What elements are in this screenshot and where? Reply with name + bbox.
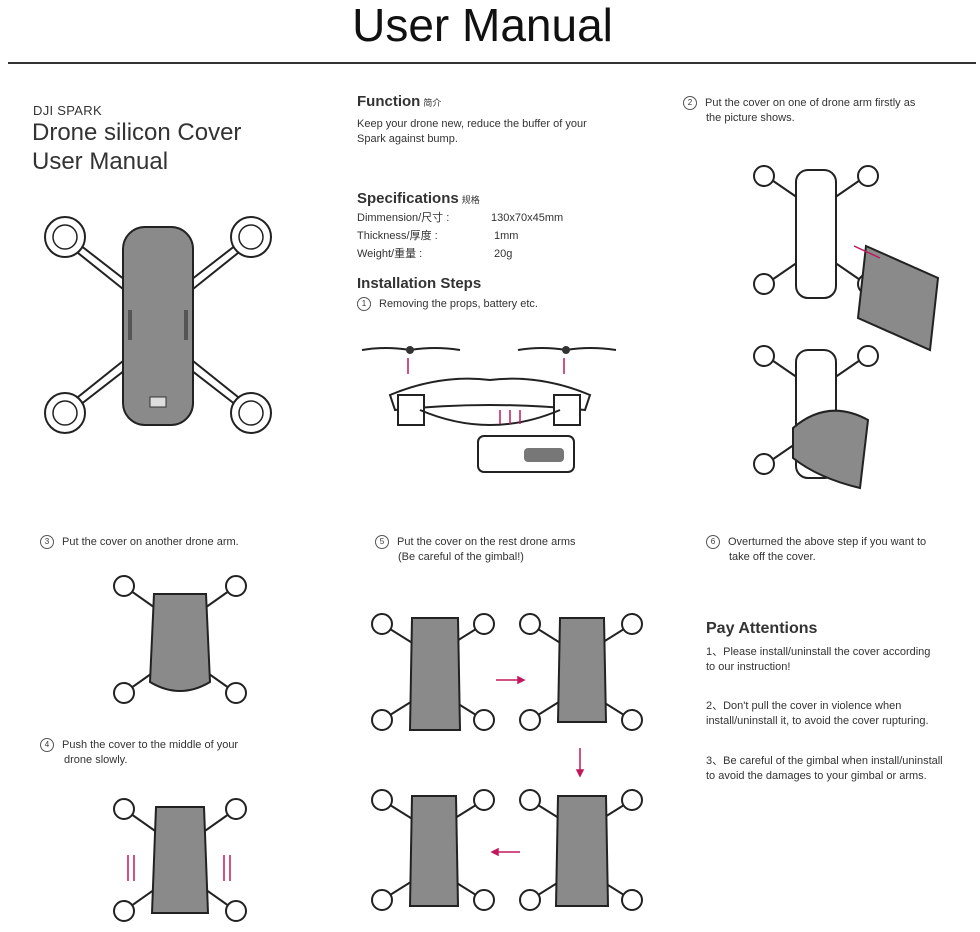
spec-value: 1mm bbox=[494, 230, 519, 242]
step-number: 3 bbox=[40, 535, 54, 549]
specifications-heading-cn: 规格 bbox=[461, 195, 480, 205]
function-text-1: Keep your drone new, reduce the buffer o… bbox=[357, 118, 587, 130]
step-number: 2 bbox=[683, 96, 697, 110]
product-subtitle: User Manual bbox=[32, 148, 169, 175]
step-5-text-2: (Be careful of the gimbal!) bbox=[398, 551, 524, 563]
step-text: Push the cover to the middle of your bbox=[62, 739, 239, 751]
attention-note-1: 1、Please install/uninstall the cover acc… bbox=[706, 646, 931, 658]
installation-heading: Installation Steps bbox=[357, 275, 482, 292]
function-heading-text: Function bbox=[357, 93, 421, 110]
drone-second-arm-illustration bbox=[113, 575, 247, 704]
page-title: User Manual bbox=[352, 0, 613, 51]
step-number: 6 bbox=[706, 535, 720, 549]
spec-row: Weight/重量 : 20g bbox=[357, 245, 512, 263]
step-number: 4 bbox=[40, 738, 54, 752]
step-4-text-2: drone slowly. bbox=[64, 754, 128, 766]
step-4: 4 Push the cover to the middle of your bbox=[40, 738, 238, 753]
step-1: 1 Removing the props, battery etc. bbox=[357, 297, 538, 312]
attention-note-3-b: to avoid the damages to your gimbal or a… bbox=[706, 770, 927, 782]
drone-props-illustration bbox=[361, 346, 617, 473]
step-6: 6 Overturned the above step if you want t… bbox=[706, 535, 926, 550]
step-6-text-2: take off the cover. bbox=[729, 551, 816, 563]
step-text: Put the cover on another drone arm. bbox=[62, 536, 239, 548]
step-text: Overturned the above step if you want to bbox=[728, 536, 927, 548]
spec-label: Thickness/厚度 : bbox=[357, 230, 438, 242]
step-5: 5 Put the cover on the rest drone arms bbox=[375, 535, 576, 550]
drone-illustration bbox=[44, 216, 272, 434]
pay-attentions-heading: Pay Attentions bbox=[706, 620, 818, 637]
drone-push-cover-illustration bbox=[113, 798, 247, 922]
step-text: Put the cover on one of drone arm firstl… bbox=[705, 97, 916, 109]
spec-row: Dimmension/尺寸 : 130x70x45mm bbox=[357, 209, 563, 227]
step-text: Put the cover on the rest drone arms bbox=[397, 536, 576, 548]
step-3: 3 Put the cover on another drone arm. bbox=[40, 535, 239, 550]
title-divider bbox=[8, 62, 976, 64]
spec-value: 20g bbox=[494, 248, 513, 260]
spec-value: 130x70x45mm bbox=[491, 212, 564, 224]
step-2-text-2: the picture shows. bbox=[706, 112, 795, 124]
step-number: 1 bbox=[357, 297, 371, 311]
function-text-2: Spark against bump. bbox=[357, 133, 458, 145]
step-number: 5 bbox=[375, 535, 389, 549]
specifications-heading-text: Specifications bbox=[357, 190, 459, 207]
step-2: 2 Put the cover on one of drone arm first… bbox=[683, 96, 915, 111]
attention-note-1-b: to our instruction! bbox=[706, 661, 791, 673]
drone-rest-arms-illustration bbox=[371, 613, 643, 911]
step-text: Removing the props, battery etc. bbox=[379, 298, 538, 310]
attention-note-2-b: install/uninstall it, to avoid the cover… bbox=[706, 715, 929, 727]
function-heading-cn: 简介 bbox=[423, 98, 442, 108]
spec-label: Dimmension/尺寸 : bbox=[357, 212, 450, 224]
brand-label: DJI SPARK bbox=[33, 103, 102, 118]
attention-note-3: 3、Be careful of the gimbal when install/… bbox=[706, 755, 943, 767]
spec-label: Weight/重量 : bbox=[357, 248, 423, 260]
product-title: Drone silicon Cover bbox=[32, 119, 242, 146]
attention-note-2: 2、Don't pull the cover in violence when bbox=[706, 700, 902, 712]
spec-row: Thickness/厚度 : 1mm bbox=[357, 227, 518, 245]
drone-cover-arm-illustration bbox=[753, 165, 940, 490]
